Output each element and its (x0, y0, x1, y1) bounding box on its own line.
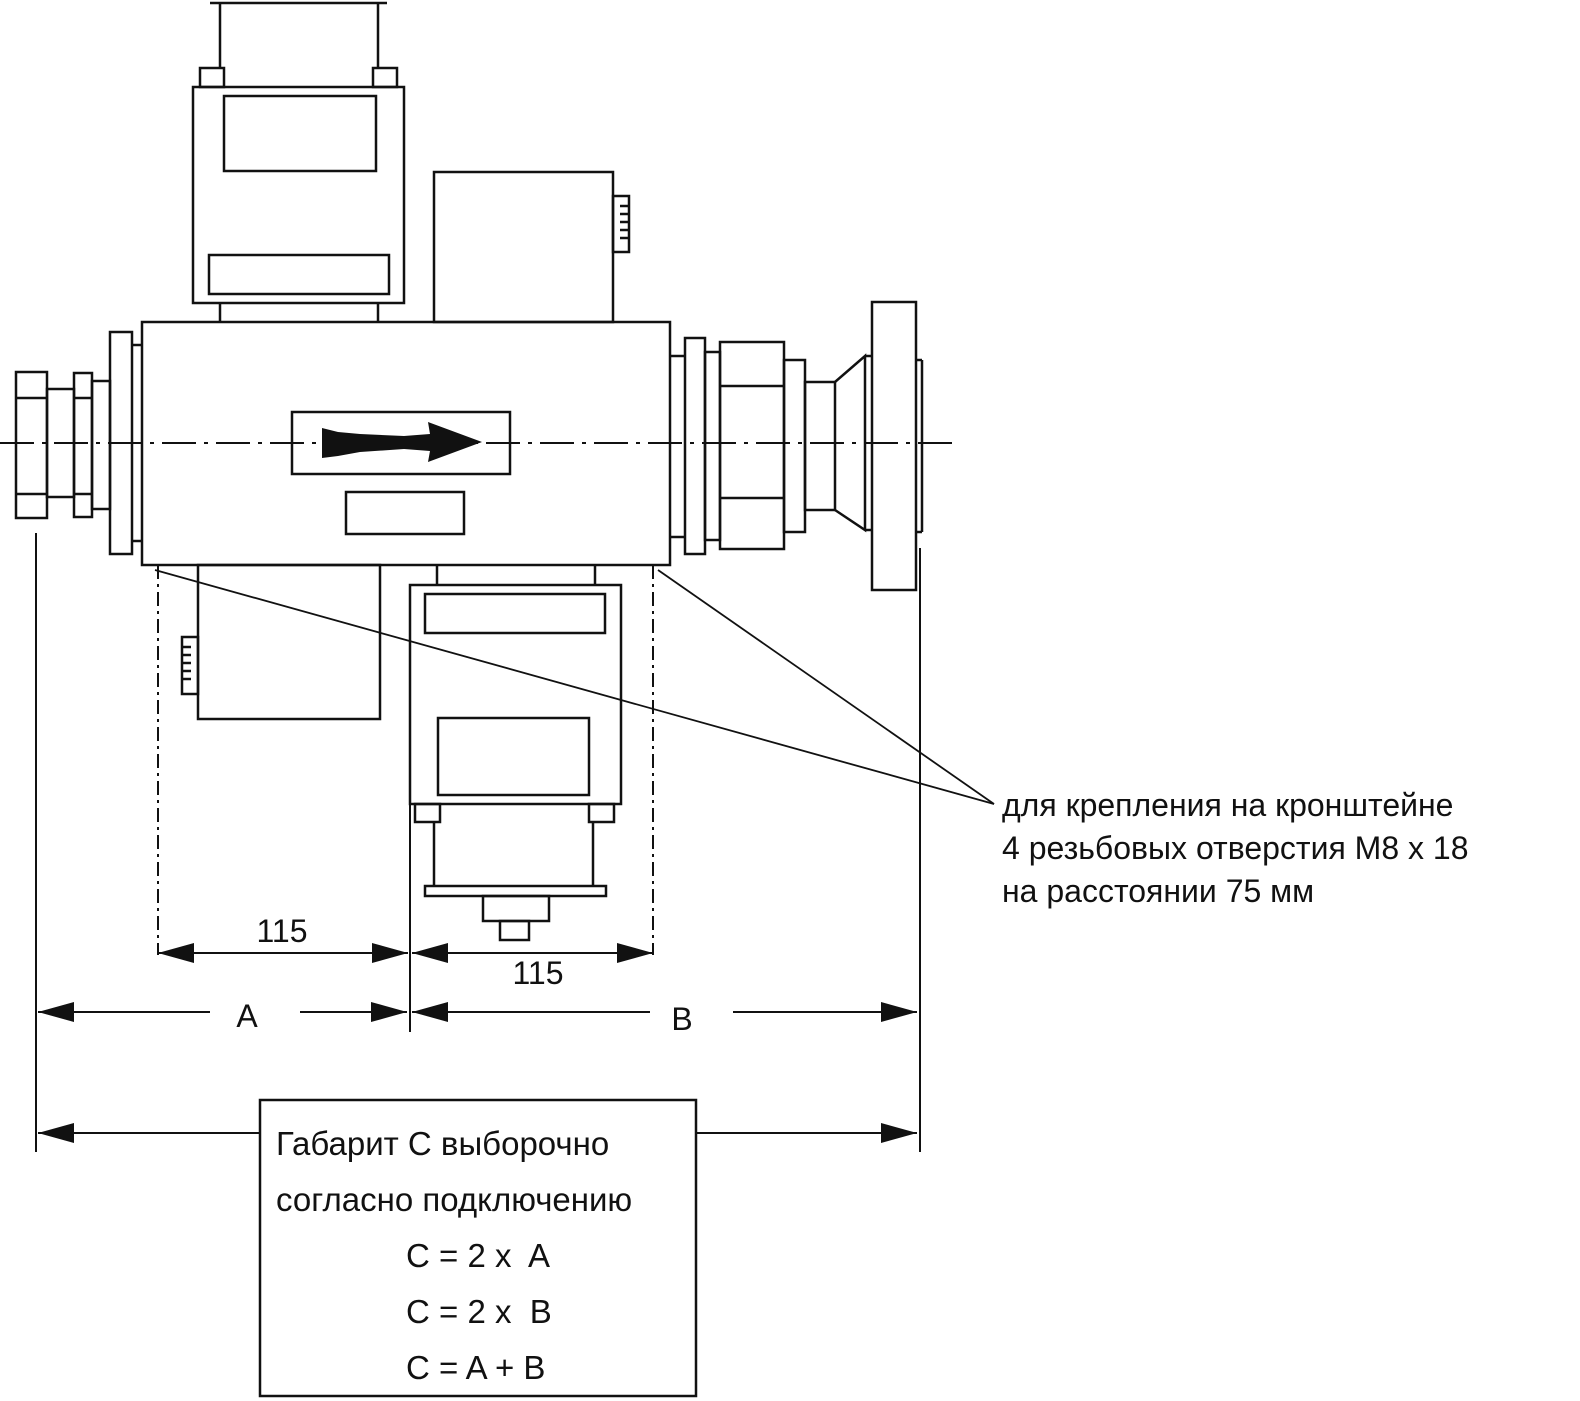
formula-c-a-plus-b: C = A + B (406, 1349, 545, 1386)
formula-c-2a: C = 2 x A (406, 1237, 550, 1274)
mounting-note-line2: 4 резьбовых отверстия М8 х 18 (1002, 830, 1469, 866)
flow-window (290, 410, 512, 476)
dimension-115-right: 115 (512, 955, 563, 991)
meter-body (140, 320, 672, 567)
dimension-115-left: 115 (256, 913, 307, 949)
dimension-label-a: A (236, 998, 258, 1034)
leader-lines (154, 569, 995, 805)
mounting-note-line3: на расстоянии 75 мм (1002, 873, 1314, 909)
flow-direction-arrow (322, 422, 482, 462)
right-pipe-connection (670, 300, 924, 592)
top-terminal-box (432, 170, 631, 324)
mounting-note-line1: для крепления на кронштейне (1002, 787, 1453, 823)
left-pipe-connection (14, 330, 142, 556)
extension-lines (35, 533, 921, 1152)
size-box-frame (258, 1098, 698, 1398)
formula-c-2b: C = 2 x B (406, 1293, 552, 1330)
size-box-line1: Габарит С выборочно (276, 1125, 609, 1162)
top-connector-housing (191, 1, 406, 322)
nameplate (344, 490, 466, 536)
bottom-connector-housing (408, 565, 623, 942)
bottom-terminal-box (180, 563, 382, 721)
size-box-line2: согласно подключению (276, 1181, 632, 1218)
dimension-label-b: B (671, 1001, 692, 1037)
